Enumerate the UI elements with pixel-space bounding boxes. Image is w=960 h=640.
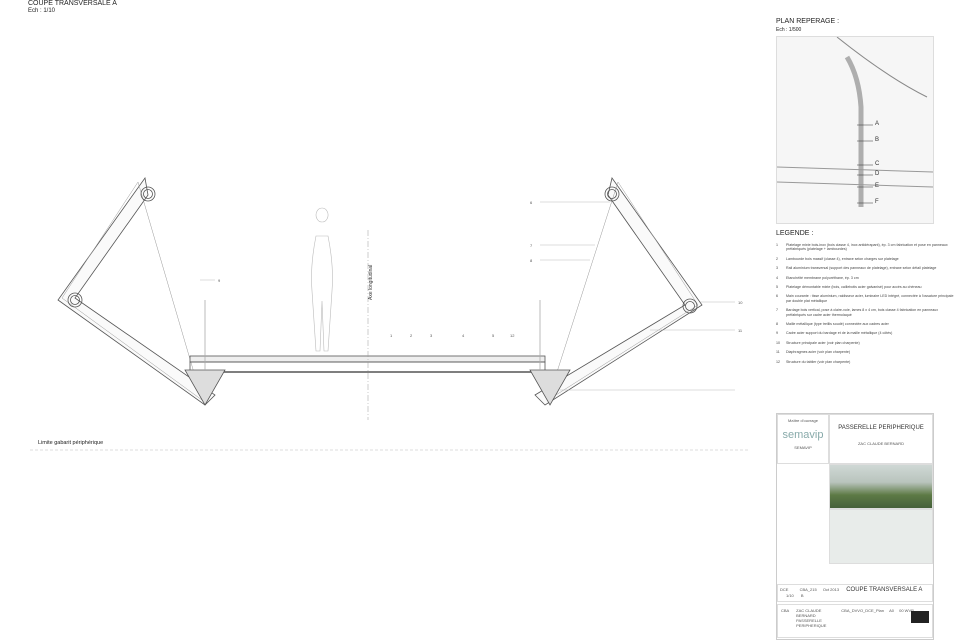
title-block: Maître d'ouvrage semavip SEMAVIP PASSERE…: [776, 413, 934, 640]
architect-logo: [911, 611, 929, 623]
cross-section-drawing: Axe longitudinal 1 2 3 4 5 12 6 7 8 9 10…: [30, 176, 750, 451]
plan-letter-d: D: [875, 171, 880, 177]
owner-label: Maître d'ouvrage: [788, 418, 818, 423]
legend-item: 1 Platelage mixte bois-inox (bois classe …: [776, 243, 956, 252]
limit-label: Limite gabarit périphérique: [38, 440, 104, 446]
sheet-index: B: [800, 593, 804, 598]
axis-label: Axe longitudinal: [368, 265, 374, 300]
plan-scale: Ech : 1/500: [776, 27, 802, 33]
plan-letter-b: B: [875, 137, 880, 143]
legend-item: 3 Rail aluminium transversal (support des…: [776, 266, 956, 270]
legend-number: 5: [776, 285, 778, 290]
callout-1: 1: [390, 333, 393, 338]
sheet-title: COUPE TRANSVERSALE A: [846, 587, 923, 593]
legend: 1 Platelage mixte bois-inox (bois classe …: [776, 243, 956, 369]
site-plan-image: [829, 509, 933, 564]
owner-name: SEMAVIP: [794, 445, 812, 450]
drawing-scale: Ech : 1/10: [28, 8, 56, 14]
legend-number: 1: [776, 243, 778, 247]
author: CBA: [781, 608, 790, 613]
legend-number: 12: [776, 359, 780, 364]
plan-letter-f: F: [875, 199, 879, 205]
tube-top-right: [604, 186, 620, 202]
legend-text: Bardage bois vertical, pose à claire-voi…: [786, 308, 939, 317]
phase: DCE: [780, 587, 789, 592]
legend-item: 2 Lambourde bois massif (classe 4), entra…: [776, 257, 956, 261]
callout-8: 8: [530, 258, 533, 263]
legend-item: 5 Platelage démontable mixte (bois, caill…: [776, 285, 956, 289]
legend-text: Platelage démontable mixte (bois, caille…: [786, 285, 922, 290]
legend-number: 4: [776, 275, 778, 280]
legend-item: 7 Bardage bois vertical, pose à claire-vo…: [776, 308, 956, 317]
callout-5: 5: [492, 333, 495, 338]
legend-number: 3: [776, 266, 778, 271]
legend-text: Rail aluminium transversal (support des …: [786, 266, 937, 271]
date: Oct 2013: [822, 587, 840, 592]
legend-text: Etanchéité membrane polyuréthane, ép. 3 …: [786, 275, 859, 280]
legend-item: 11 Diaphragmes acier (voir plan charpente…: [776, 350, 956, 354]
legend-item: 9 Cadre acier support du bardage et de la…: [776, 331, 956, 335]
legend-number: 7: [776, 308, 778, 313]
legend-item: 4 Etanchéité membrane polyuréthane, ép. 3…: [776, 276, 956, 280]
legend-text: Cadre acier support du bardage et de la …: [786, 331, 893, 336]
location-plan: A B C D E F: [776, 36, 934, 224]
legend-number: 9: [776, 331, 778, 336]
site-name: ZAC CLAUDE BERNARD: [857, 441, 904, 446]
callout-4: 4: [462, 333, 465, 338]
plan-title: PLAN REPERAGE :: [776, 18, 840, 25]
legend-item: 10 Structure principale acier (voir plan …: [776, 341, 956, 345]
callout-3: 3: [430, 333, 433, 338]
tube-top-left: [140, 186, 156, 202]
format: A0: [889, 608, 894, 613]
legend-item: 8 Maille métallique (type treillis soudé)…: [776, 322, 956, 326]
legend-text: Platelage mixte bois-inox (bois classe 4…: [786, 243, 948, 252]
legend-text: Maille métallique (type treillis soudé) …: [786, 322, 889, 327]
plan-letter-e: E: [875, 183, 880, 189]
callout-9: 9: [218, 278, 221, 283]
tube-left: [67, 292, 83, 308]
human-figure: [311, 207, 333, 352]
file-name: CBA_DVVO_DCE_Plan: [841, 608, 884, 613]
project-name: PASSERELLE PERIPHERIQUE: [838, 425, 924, 431]
plan-letter-c: C: [875, 161, 880, 167]
legend-item: 6 Main courante : tisse aluminium, raidis…: [776, 294, 956, 303]
plan-letter-a: A: [875, 121, 880, 127]
left-truss: [57, 176, 216, 406]
legend-text: Lambourde bois massif (classe 4), entrax…: [786, 256, 899, 261]
right-truss: [534, 177, 703, 406]
sheet-number: 00 WVP: [899, 608, 914, 613]
render-image: [829, 464, 933, 509]
legend-text: Structure principale acier (voir plan ch…: [786, 340, 860, 345]
callout-12: 12: [510, 333, 515, 338]
legend-number: 10: [776, 340, 780, 345]
tube-right: [682, 298, 698, 314]
project-full: ZAC CLAUDE BERNARD PASSERELLE PERIPHERIQ…: [796, 608, 827, 628]
legend-number: 6: [776, 294, 778, 299]
callout-7: 7: [530, 243, 533, 248]
legend-item: 12 Structure du tablier (voir plan charpe…: [776, 360, 956, 364]
legend-number: 11: [776, 350, 780, 355]
legend-number: 2: [776, 256, 778, 261]
legend-text: Structure du tablier (voir plan charpent…: [786, 359, 851, 364]
legend-text: Diaphragmes acier (voir plan charpente): [786, 350, 851, 355]
legend-title: LEGENDE :: [776, 230, 814, 237]
sheet-scale: 1/10: [786, 593, 794, 598]
legend-text: Main courante : tisse aluminium, raidiss…: [786, 294, 954, 303]
callout-2: 2: [410, 333, 413, 338]
callout-11: 11: [738, 328, 743, 333]
callout-10: 10: [738, 300, 743, 305]
code: CBA_215: [799, 587, 817, 592]
semavip-logo: semavip: [782, 429, 824, 441]
drawing-title: COUPE TRANSVERSALE A: [28, 0, 117, 7]
deck: [189, 355, 546, 363]
callout-6: 6: [530, 200, 533, 205]
legend-number: 8: [776, 322, 778, 327]
